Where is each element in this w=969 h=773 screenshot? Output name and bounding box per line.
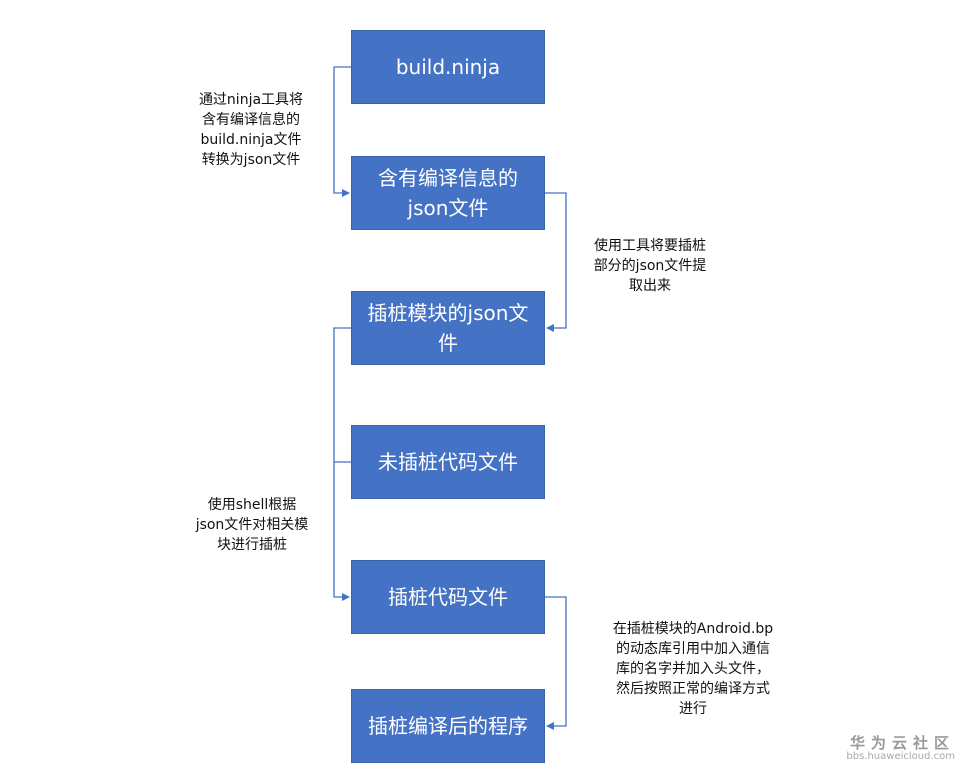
note-shell-instrument: 使用shell根据 json文件对相关模 块进行插桩 xyxy=(195,497,309,553)
node-instrumented-code-files: 插桩代码文件 xyxy=(351,560,545,634)
note-ninja-convert: 通过ninja工具将 含有编译信息的 build.ninja文件 转换为json… xyxy=(198,92,304,168)
node-build-ninja: build.ninja xyxy=(351,30,545,104)
connector-5-to-6 xyxy=(545,596,567,730)
note-extract-json: 使用工具将要插桩 部分的json文件提 取出来 xyxy=(593,238,707,294)
node-instrumented-module-json: 插桩模块的json文件 xyxy=(351,291,545,365)
watermark-url: bbs.huaweicloud.com xyxy=(846,751,955,762)
node-compiled-instrumented-program: 插桩编译后的程序 xyxy=(351,689,545,763)
node-uninstrumented-code-files: 未插桩代码文件 xyxy=(351,425,545,499)
connector-2-to-3 xyxy=(545,192,567,332)
watermark-brand: 华为云社区 xyxy=(849,734,955,752)
note-android-bp-build: 在插桩模块的Android.bp 的动态库引用中加入通信 库的名字并加入头文件，… xyxy=(612,621,774,717)
connector-1-to-2 xyxy=(333,66,351,197)
